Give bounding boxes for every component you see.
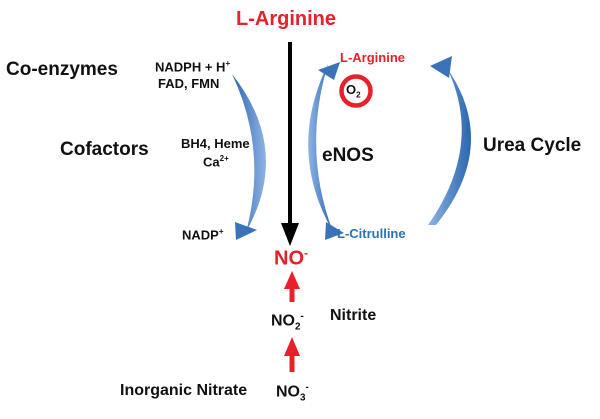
enos-label: eNOS bbox=[322, 145, 374, 166]
nitrite-formula-superscript: - bbox=[300, 311, 304, 322]
nitrite-formula-subscript: 2 bbox=[295, 321, 301, 333]
oxygen-text: O bbox=[346, 82, 357, 97]
coenzymes-label: Co-enzymes bbox=[6, 59, 118, 80]
left-cofactor-arrow bbox=[232, 74, 266, 240]
nitrate-formula-label: NO3- bbox=[276, 383, 309, 403]
calcium-label: Ca2+ bbox=[203, 154, 229, 170]
nitric-oxide-superscript: - bbox=[304, 246, 309, 260]
calcium-text: Ca bbox=[203, 154, 220, 170]
nitric-oxide-label: NO- bbox=[274, 247, 308, 269]
top-l-arginine-label: L-Arginine bbox=[236, 8, 336, 30]
nitrate-to-nitrite-arrow bbox=[284, 337, 300, 372]
urea-cycle-arrow bbox=[428, 56, 472, 225]
urea-cycle-label: Urea Cycle bbox=[483, 135, 582, 156]
nitrate-formula-subscript: 3 bbox=[300, 392, 306, 404]
cofactors-label: Cofactors bbox=[60, 139, 149, 160]
nadp-superscript: + bbox=[218, 227, 224, 236]
inorganic-nitrate-label: Inorganic Nitrate bbox=[120, 382, 248, 399]
nitrate-formula-superscript: - bbox=[305, 382, 309, 393]
nadph-label: NADPH + H+ bbox=[155, 59, 231, 75]
nitrite-to-no-arrow bbox=[284, 271, 300, 302]
right-l-arginine-label: L-Arginine bbox=[340, 50, 405, 65]
bh4-heme-label: BH4, Heme bbox=[181, 136, 250, 151]
main-pathway-arrow bbox=[281, 42, 299, 246]
nitrate-formula-text: NO bbox=[276, 383, 300, 401]
enos-conversion-arrow bbox=[308, 62, 344, 240]
nadp-label: NADP+ bbox=[182, 227, 224, 243]
nadp-text: NADP bbox=[182, 227, 219, 243]
fad-fmn-label: FAD, FMN bbox=[158, 76, 220, 91]
l-citrulline-label: L-Citrulline bbox=[337, 226, 406, 241]
oxygen-label: O2 bbox=[346, 83, 361, 100]
nitrite-formula-label: NO2- bbox=[271, 312, 304, 332]
nadph-text: NADPH + H bbox=[155, 59, 226, 75]
nadph-superscript: + bbox=[225, 59, 231, 68]
calcium-superscript: 2+ bbox=[219, 154, 229, 163]
nitrite-label: Nitrite bbox=[330, 307, 377, 324]
nitric-oxide-text: NO bbox=[274, 247, 304, 270]
oxygen-subscript: 2 bbox=[356, 90, 361, 100]
nitrite-formula-text: NO bbox=[271, 312, 295, 330]
oxygen-ring bbox=[339, 74, 373, 108]
